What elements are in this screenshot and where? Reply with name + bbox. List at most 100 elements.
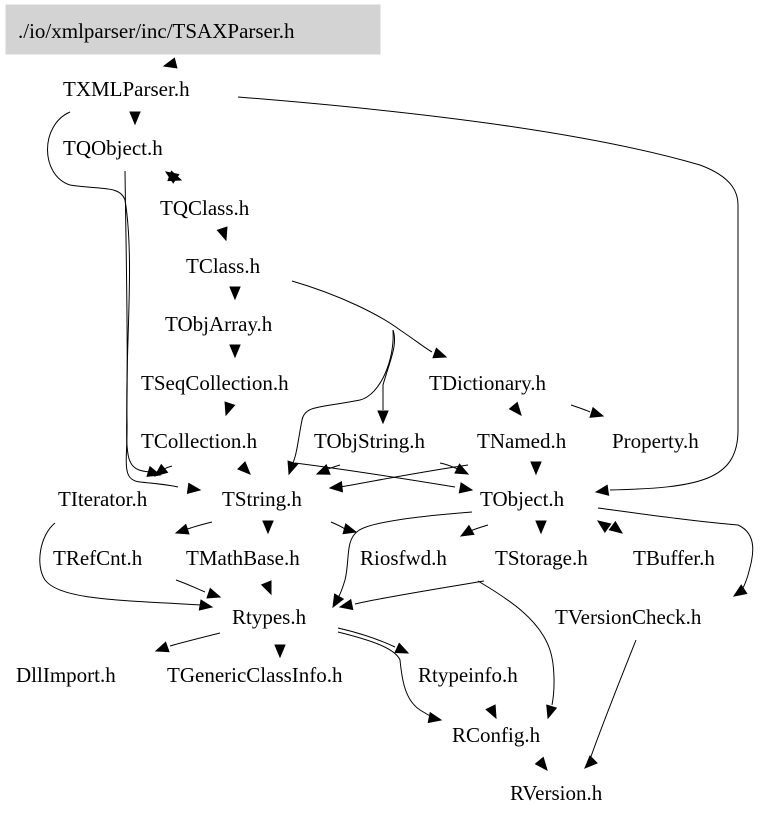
node-titerator[interactable]: TIterator.h (58, 487, 148, 511)
edge-line (339, 464, 469, 488)
node-tstorage[interactable]: TStorage.h (495, 546, 588, 570)
node-tqclass[interactable]: TQClass.h (160, 196, 250, 220)
node-tversioncheck[interactable]: TVersionCheck.h (555, 605, 702, 629)
edge-line (570, 404, 591, 413)
edge-tsaxparser-to-txmlparser (162, 57, 178, 69)
edge-tobject-to-riosfwd (459, 524, 489, 537)
edge-tcollection-to-tstring (237, 461, 251, 475)
node-property[interactable]: Property.h (612, 429, 699, 453)
node-tnamed[interactable]: TNamed.h (477, 429, 567, 453)
node-tobjarray[interactable]: TObjArray.h (165, 312, 273, 336)
edge-tbuffer-to-tobject (596, 520, 612, 533)
node-label: Rtypeinfo.h (418, 663, 518, 687)
edge-txmlparser-to-tqobject (129, 111, 141, 126)
node-label: TBuffer.h (633, 546, 715, 570)
node-tseqcollection[interactable]: TSeqCollection.h (141, 371, 289, 395)
arrowhead-icon (584, 755, 598, 769)
node-label: TVersionCheck.h (555, 605, 702, 629)
arrowhead-icon (732, 584, 748, 597)
arrowhead-icon (432, 347, 448, 359)
edge-line (477, 580, 555, 706)
arrowhead-icon (206, 587, 222, 599)
edge-line (587, 639, 637, 766)
edge-tobject-to-tversioncheck (597, 507, 754, 597)
node-label: RConfig.h (452, 723, 541, 747)
node-tgenericclassinfo[interactable]: TGenericClassInfo.h (167, 663, 343, 687)
edge-line (175, 579, 206, 593)
edge-txmlparser-to-tstring (47, 111, 202, 495)
node-rconfig[interactable]: RConfig.h (452, 723, 541, 747)
edge-rconfig-to-rversion (534, 756, 548, 772)
arrowhead-icon (508, 401, 522, 417)
edge-line (294, 462, 456, 488)
edge-tqclass-to-tqobject (164, 171, 180, 184)
edge-tclass-to-tdictionary (291, 280, 448, 359)
arrowhead-icon (485, 704, 497, 720)
node-tclass[interactable]: TClass.h (186, 254, 261, 278)
edge-rtypes-to-rtypeinfo (337, 627, 410, 654)
node-tstring[interactable]: TString.h (222, 487, 302, 511)
node-tcollection[interactable]: TCollection.h (141, 429, 258, 453)
arrowhead-icon (237, 461, 251, 475)
edge-tmathbase-to-rtypes (260, 580, 272, 596)
edge-line (39, 522, 201, 606)
edge-txmlparser-to-tobject (237, 96, 739, 496)
node-tdictionary[interactable]: TDictionary.h (429, 371, 547, 395)
node-label: TQObject.h (63, 136, 163, 160)
node-rtypes[interactable]: Rtypes.h (232, 605, 307, 629)
arrowhead-icon (530, 461, 542, 476)
node-rversion[interactable]: RVersion.h (510, 781, 603, 805)
node-riosfwd[interactable]: Riosfwd.h (360, 546, 447, 570)
node-tqobject[interactable]: TQObject.h (63, 136, 163, 160)
arrowhead-icon (377, 410, 389, 425)
edge-line (354, 580, 485, 605)
arrowhead-icon (229, 286, 241, 301)
arrowhead-icon (287, 460, 299, 476)
node-txmlparser[interactable]: TXMLParser.h (63, 77, 190, 101)
arrowhead-icon (608, 520, 624, 534)
edge-line (291, 329, 394, 466)
node-label: TCollection.h (141, 429, 258, 453)
arrowhead-icon (229, 344, 241, 359)
node-tobject[interactable]: TObject.h (480, 487, 565, 511)
arrowhead-icon (596, 520, 612, 533)
arrowhead-icon (589, 406, 605, 418)
edge-tobjstring-to-tstring (315, 464, 341, 475)
arrowhead-icon (534, 756, 548, 772)
arrowhead-icon (216, 226, 228, 242)
node-label: TStorage.h (495, 546, 588, 570)
edge-tstring-to-riosfwd (330, 521, 358, 535)
node-label: TDictionary.h (429, 371, 547, 395)
edge-rtypes-to-rconfig (337, 631, 443, 724)
edge-tnamed-to-tobject (530, 461, 542, 476)
arrowhead-icon (594, 484, 610, 496)
edge-tseqcollection-to-tcollection (224, 401, 236, 417)
edge-tobject-to-tbuffer (608, 520, 624, 534)
node-label: TSeqCollection.h (141, 371, 289, 395)
node-tmathbase[interactable]: TMathBase.h (186, 546, 300, 570)
edge-line (597, 507, 754, 593)
node-label: TQClass.h (160, 196, 250, 220)
node-tbuffer[interactable]: TBuffer.h (633, 546, 715, 570)
edge-rtypes-to-dllimport (154, 632, 221, 653)
edge-tstorage-to-rconfig (477, 580, 558, 720)
arrowhead-icon (328, 481, 344, 493)
node-rtypeinfo[interactable]: Rtypeinfo.h (418, 663, 518, 687)
edges-layer (39, 57, 754, 772)
node-dllimport[interactable]: DllImport.h (16, 663, 116, 687)
node-label: TMathBase.h (186, 546, 300, 570)
arrowhead-icon (162, 57, 178, 69)
arrowhead-icon (315, 464, 331, 475)
edge-line (184, 521, 213, 531)
edge-tstring-to-trefcnt (174, 521, 213, 535)
node-trefcnt[interactable]: TRefCnt.h (53, 546, 143, 570)
node-label: ./io/xmlparser/inc/TSAXParser.h (18, 19, 295, 43)
node-tobjstring[interactable]: TObjString.h (314, 429, 426, 453)
root-node[interactable]: ./io/xmlparser/inc/TSAXParser.h (5, 4, 381, 55)
edge-tobject-to-rtypes (332, 511, 473, 609)
arrowhead-icon (459, 524, 475, 537)
arrowhead-icon (198, 599, 214, 611)
edge-line (336, 511, 473, 601)
arrowhead-icon (174, 523, 190, 535)
